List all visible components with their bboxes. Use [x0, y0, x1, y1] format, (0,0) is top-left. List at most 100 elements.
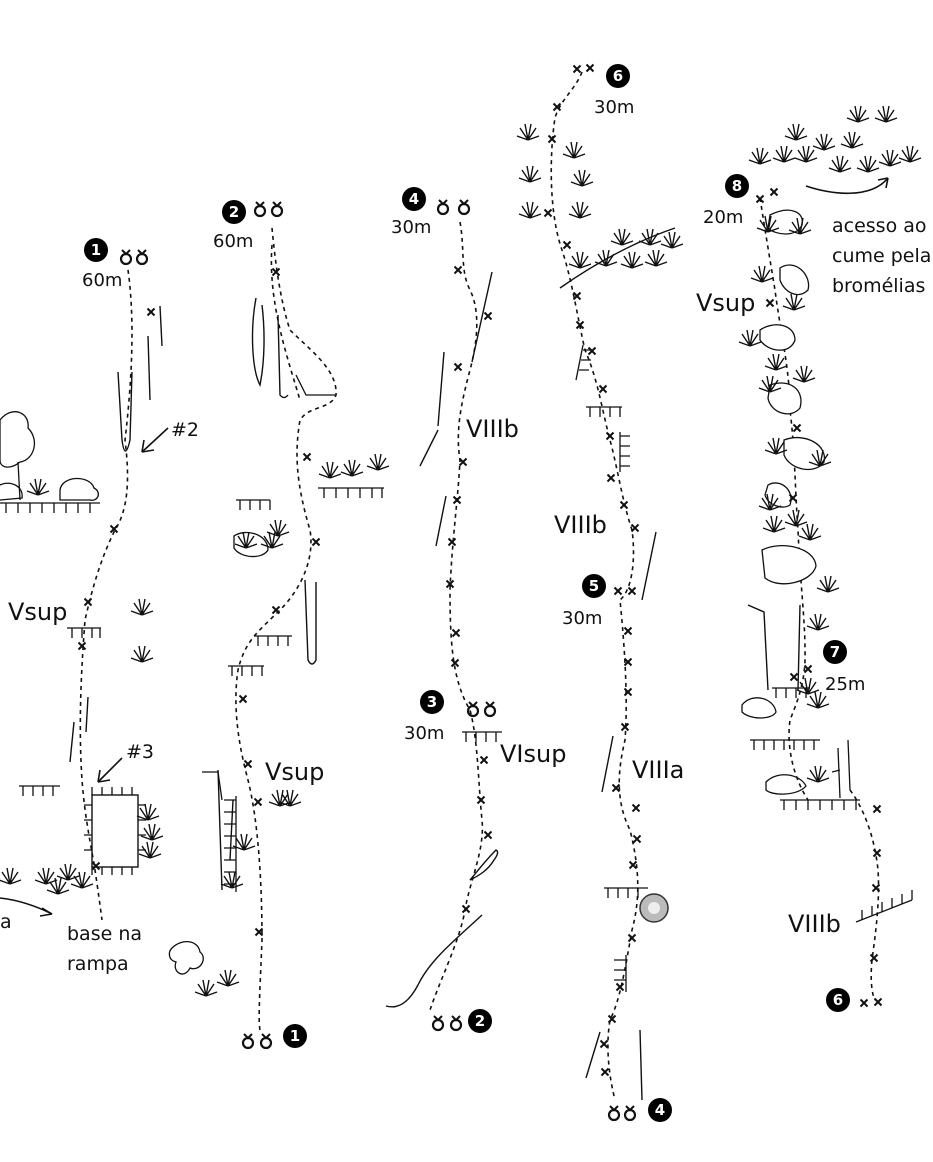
bolt [238, 694, 248, 704]
bromeliad-icon [816, 575, 840, 593]
anchor-1-number: 1 [91, 241, 101, 259]
bolt [547, 134, 557, 144]
bolt [628, 860, 638, 870]
bolts [77, 63, 883, 1077]
bolt [311, 537, 321, 547]
bolt [803, 664, 813, 674]
bolt [627, 586, 637, 596]
bolt [615, 982, 625, 992]
bromeliad-icon [856, 155, 880, 173]
bolt [873, 997, 883, 1007]
bolt [543, 208, 553, 218]
anchor-2-length: 60m [213, 231, 253, 252]
bromeliad-icon [784, 123, 808, 141]
bromeliad-icon [756, 215, 780, 233]
bromeliad-icon [748, 147, 772, 165]
bolt [765, 298, 775, 308]
bromeliad-icon [220, 871, 244, 889]
bolt [271, 605, 281, 615]
bromeliad-icon [216, 969, 240, 987]
bromeliad-icon [260, 531, 284, 549]
bolt [271, 267, 281, 277]
bolt [450, 658, 460, 668]
anchor-6: 6 30m [594, 64, 634, 118]
bolt [453, 362, 463, 372]
bromeliad-icon [898, 145, 922, 163]
bolt [461, 904, 471, 914]
bromeliad-icon [136, 803, 160, 821]
bolt [91, 861, 101, 871]
bolt [562, 240, 572, 250]
anchor-rings [119, 199, 637, 1122]
ring-anchor-icon [431, 1015, 445, 1032]
bromeliad-icon [594, 249, 618, 267]
bromeliad-icon [638, 228, 662, 246]
bromeliad-icon [568, 251, 592, 269]
grade-pitch-2: Vsup [265, 758, 324, 786]
bromeliad-icon [232, 833, 256, 851]
bolt [606, 473, 616, 483]
bolt [302, 452, 312, 462]
bromeliad-icon [194, 979, 218, 997]
bolt [109, 524, 119, 534]
ring-anchor-icon [135, 249, 149, 266]
bolt [605, 431, 615, 441]
ring-anchor-icon [449, 1015, 463, 1032]
bromeliad-icon [812, 133, 836, 151]
bromeliad-icon [620, 251, 644, 269]
bolt [630, 523, 640, 533]
bolt [483, 830, 493, 840]
bromeliad-icon [806, 691, 830, 709]
bromeliad-icon [644, 249, 668, 267]
bolt [243, 759, 253, 769]
bromeliad-icon [610, 228, 634, 246]
bolt [619, 500, 629, 510]
bolt [452, 495, 462, 505]
bolt [83, 597, 93, 607]
route-pitch-1 [69, 269, 163, 921]
bolt [623, 687, 633, 697]
ring-anchor-icon [607, 1105, 621, 1122]
bromeliad-icon [808, 449, 832, 467]
bromeliad-icon [518, 201, 542, 219]
ring-anchor-icon [466, 701, 480, 718]
summit-note-line-1: acesso ao [832, 215, 927, 237]
start-marker-2: 2 [468, 1009, 492, 1033]
ring-anchor-icon [436, 199, 450, 216]
bolt [445, 579, 455, 589]
start-marker-6-number: 6 [833, 991, 843, 1009]
ring-anchor-icon [270, 201, 284, 218]
grade-pitch-8: Vsup [696, 289, 755, 317]
bromeliad-icon [758, 375, 782, 393]
bolt [788, 493, 798, 503]
bolt [254, 927, 264, 937]
bolt [585, 63, 595, 73]
bolt [792, 423, 802, 433]
bromeliad-icon [234, 531, 258, 549]
bolt [607, 1014, 617, 1024]
bolt [476, 795, 486, 805]
anchor-7-length: 25m [825, 674, 865, 695]
grade-pitch-6: VIIIb [788, 910, 841, 938]
anchor-6-number: 6 [613, 67, 623, 85]
bromeliad-icon [568, 201, 592, 219]
left-edge-text: a [0, 911, 12, 933]
bromeliad-icon [806, 613, 830, 631]
bolt [611, 783, 621, 793]
anchor-4-length: 30m [391, 217, 431, 238]
bolt [631, 803, 641, 813]
bolt [627, 933, 637, 943]
bromeliad-icon [570, 169, 594, 187]
bromeliad-icon [794, 145, 818, 163]
anchor-5-length: 30m [562, 608, 602, 629]
bromeliad-icon [660, 231, 684, 249]
bromeliad-icon [750, 265, 774, 283]
ring-anchor-icon [119, 249, 133, 266]
bromeliad-icon [784, 509, 808, 527]
route-pitch-4-5 [550, 71, 676, 1101]
bolt [572, 64, 582, 74]
bromeliad-icon [758, 493, 782, 511]
bromeliad-icon [266, 519, 290, 537]
bromeliad-icon [518, 165, 542, 183]
